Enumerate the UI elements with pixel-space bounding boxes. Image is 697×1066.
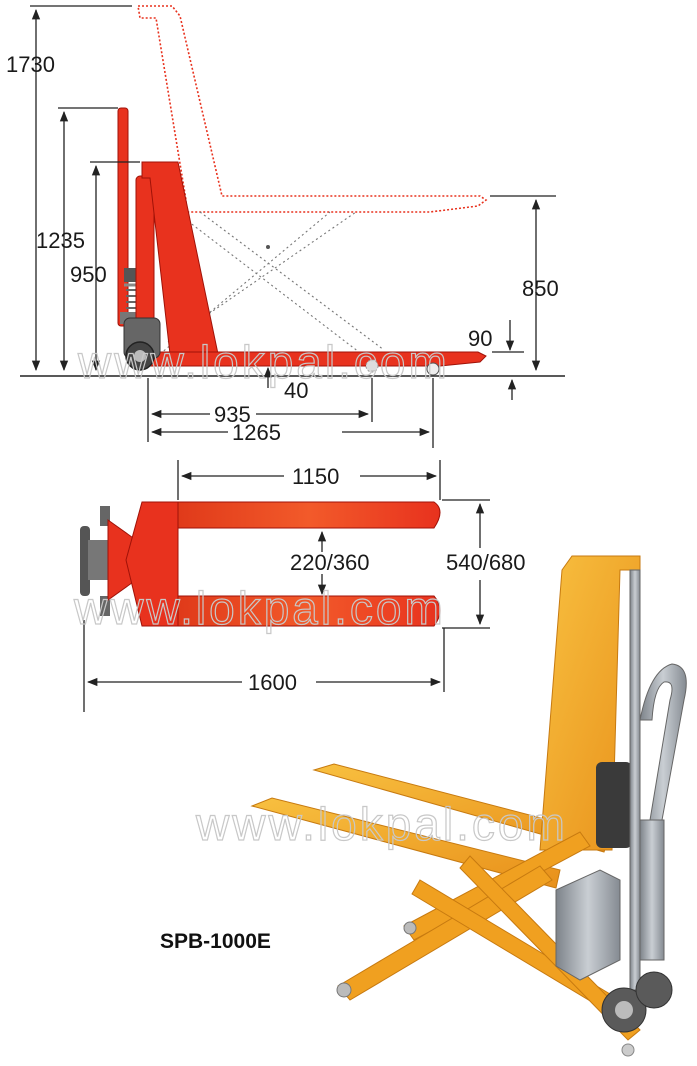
- dim-fork-gap: 220/360: [290, 550, 370, 575]
- dim-overall-length-side: 1265: [232, 420, 281, 445]
- product-photo: [250, 555, 687, 1057]
- dim-lift-point-distance: 935: [214, 402, 251, 427]
- dim-handle-height: 1235: [36, 228, 85, 253]
- watermark-top: www.lokpal.com: [77, 336, 450, 388]
- dim-fork-length: 1150: [292, 464, 339, 489]
- dim-fork-thickness: 40: [284, 378, 308, 403]
- watermark-bottom: www.lokpal.com: [195, 798, 568, 850]
- wheels: [123, 317, 440, 376]
- raised-outline: [137, 5, 488, 213]
- side-view: [20, 5, 565, 448]
- dim-overall-length: 1600: [248, 670, 297, 695]
- dim-min-fork-height: 90: [468, 326, 492, 351]
- fork-upper: [177, 501, 441, 529]
- hydraulic-cylinder: [135, 175, 155, 327]
- watermark-middle: www.lokpal.com: [73, 582, 446, 634]
- model-label: SPB-1000E: [160, 930, 271, 953]
- dim-frame-height: 950: [70, 262, 107, 287]
- dim-max-lift-height: 850: [522, 276, 559, 301]
- top-view: [80, 460, 490, 712]
- dim-overall-width: 540/680: [446, 550, 526, 575]
- dim-max-handle-height: 1730: [6, 52, 55, 77]
- fork-lower: [177, 595, 441, 627]
